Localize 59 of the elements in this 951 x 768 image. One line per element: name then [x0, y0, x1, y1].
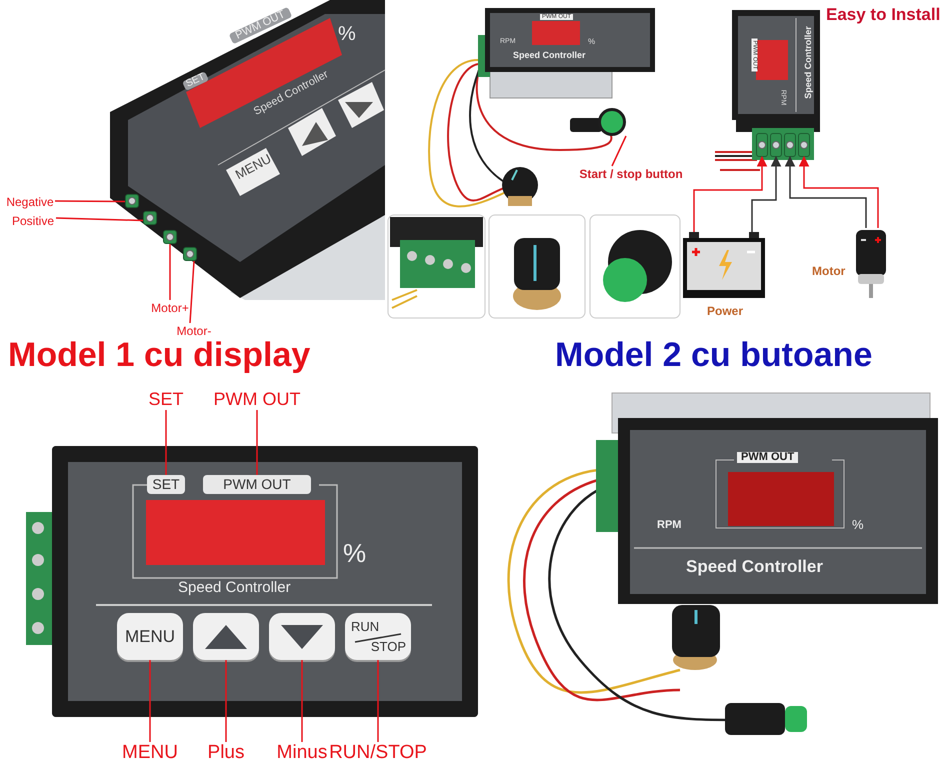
leader-line: [55, 200, 125, 202]
up-button: [193, 613, 259, 660]
battery-drawing: [683, 232, 765, 298]
panel-text: %: [338, 24, 356, 44]
leader-line: [225, 660, 227, 742]
leader-line: [149, 660, 151, 742]
panel-text: Speed Controller: [804, 26, 813, 99]
panel-text: Speed Controller: [178, 580, 291, 595]
wire-arrow: [693, 156, 768, 232]
leader-line: [169, 244, 171, 300]
menu-button: MENU: [117, 613, 183, 660]
screw-terminal: [756, 133, 768, 157]
wire-arrow: [798, 156, 879, 228]
wire-arrow: [784, 156, 867, 228]
callout-label: PWM OUT: [211, 388, 303, 410]
down-button: [269, 613, 335, 660]
screw-terminal: [798, 133, 810, 157]
indicator-tag: PWM OUT: [737, 452, 798, 463]
panel-text: Speed Controller: [513, 51, 586, 60]
callout-label: Plus: [209, 742, 243, 764]
controller-panel: [52, 446, 478, 717]
heading: Model 1 cu display: [8, 338, 310, 372]
panel-text: %: [588, 38, 596, 46]
screw-terminal: [125, 194, 139, 208]
caption-label: Power: [707, 303, 744, 320]
screw-terminal: [163, 230, 177, 244]
leader-line: [256, 410, 258, 475]
run-stop-button: RUN STOP: [345, 613, 411, 660]
panel-text: %: [343, 540, 366, 566]
panel-text: %: [852, 518, 864, 531]
caption-label: Motor: [812, 263, 846, 280]
screw-terminal: [143, 211, 157, 225]
leader-line: [377, 660, 379, 742]
leader-line: [56, 217, 144, 222]
callout-label: MENU: [122, 742, 178, 764]
terminal-label: Motor-: [170, 323, 218, 338]
terminal-label: Motor+: [146, 300, 194, 315]
leader-line: [189, 260, 195, 324]
leader-line: [611, 136, 627, 166]
pwm-out-tag: PWM OUT: [203, 475, 311, 494]
callout-label: Minus: [274, 742, 330, 764]
screw-terminal: [770, 133, 782, 157]
heading: Easy to Install: [826, 6, 940, 23]
wire-arrow: [751, 156, 782, 232]
panel-text: RPM: [657, 520, 682, 531]
callout-label: SET: [150, 388, 182, 410]
callout-label: RUN/STOP: [328, 742, 428, 764]
terminal-label: Positive: [10, 213, 56, 228]
push-button: [598, 108, 626, 136]
terminal-label: Negative: [5, 194, 55, 209]
panel-text: Speed Controller: [686, 558, 823, 575]
screw-terminal: [183, 247, 197, 261]
heading: Model 2 cu butoane: [555, 338, 872, 372]
screw-terminal: [784, 133, 796, 157]
set-tag: SET: [147, 475, 185, 494]
leader-line: [301, 660, 303, 742]
motor-drawing: [853, 228, 889, 300]
callout-label: Start / stop button: [570, 166, 692, 182]
leader-line: [165, 410, 167, 475]
